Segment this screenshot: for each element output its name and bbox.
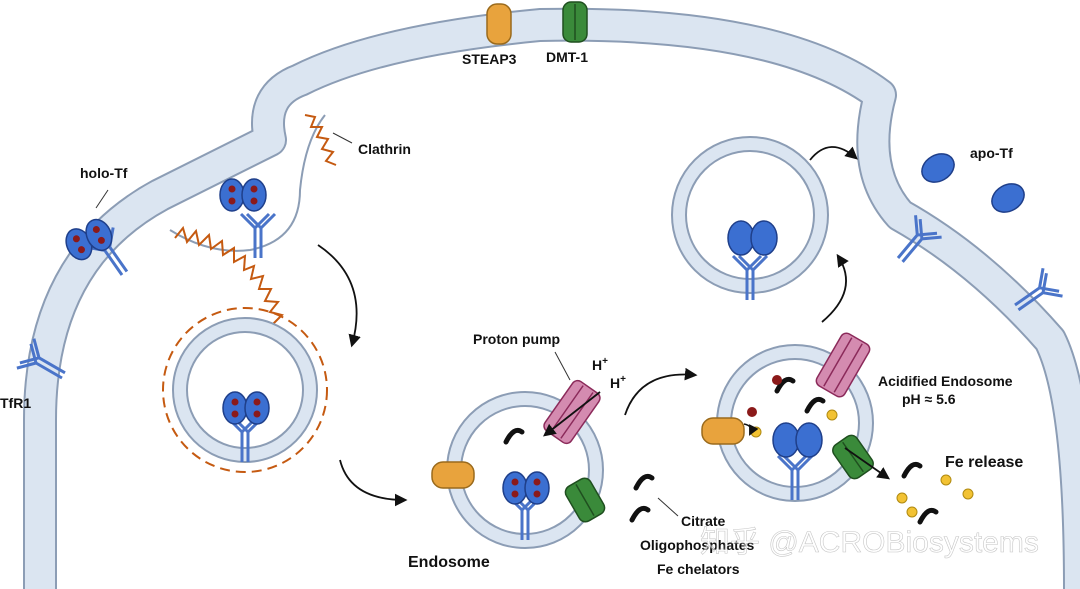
fe-release-group xyxy=(896,464,974,522)
holo-tf-pointer xyxy=(95,189,109,209)
holo-tf-label: holo-Tf xyxy=(80,165,128,181)
h-plus-label-1: H+ xyxy=(592,356,608,373)
proton-flow-arrow xyxy=(543,391,601,437)
clathrin-pointer xyxy=(332,132,353,144)
watermark: 知乎 @ACROBiosystems xyxy=(700,526,1039,559)
tfr1-label: TfR1 xyxy=(0,395,31,411)
steap3-membrane-protein xyxy=(486,3,512,45)
ph-label: pH ≈ 5.6 xyxy=(902,391,956,407)
steap3-endosome xyxy=(431,461,475,489)
arrow-vesicle-to-endosome xyxy=(339,459,408,507)
iron-ion-2 xyxy=(747,407,757,417)
dmt1-endosome xyxy=(564,477,606,523)
arrow-endosome-to-acidified xyxy=(624,367,698,416)
clathrin-coated-vesicle xyxy=(162,307,328,473)
fe-chelators-label: Fe chelators xyxy=(657,561,740,577)
coated-pit xyxy=(169,114,337,325)
clathrin-coat-pit xyxy=(174,225,284,325)
steap3-acidified xyxy=(701,417,745,445)
endosome xyxy=(431,379,606,549)
acidified-endosome-label: Acidified Endosome xyxy=(878,373,1013,389)
holo-tf-pit xyxy=(219,178,267,212)
oligophosphates-label: Oligophosphates xyxy=(640,537,755,553)
dmt1-acidified xyxy=(832,434,874,480)
fe-export-arrow xyxy=(844,447,891,480)
apo-tf-released xyxy=(921,153,1025,213)
fe2-ion-1 xyxy=(750,426,762,438)
recycling-vesicle xyxy=(671,136,829,302)
chelator-pointer xyxy=(657,497,679,517)
dmt1-membrane-protein xyxy=(562,1,588,43)
acidified-endosome xyxy=(701,332,891,502)
arrow-pit-to-vesicle xyxy=(317,244,361,348)
clathrin-label: Clathrin xyxy=(358,141,411,157)
iron-ion-1 xyxy=(772,375,782,385)
arrow-recycling-to-surface xyxy=(809,146,858,161)
endosome-label: Endosome xyxy=(408,554,490,571)
h-plus-label-2: H+ xyxy=(610,374,626,391)
steap3-label: STEAP3 xyxy=(462,51,517,67)
proton-pump-acidified xyxy=(815,332,871,398)
dmt1-label: DMT-1 xyxy=(546,49,588,65)
citrate-label: Citrate xyxy=(681,513,726,529)
fe2-ion-2 xyxy=(826,409,838,421)
apo-tf-label: apo-Tf xyxy=(970,145,1013,161)
reduction-arrow xyxy=(743,423,759,436)
arrow-acidified-to-recycling xyxy=(821,253,849,323)
proton-pump-pointer xyxy=(554,351,571,381)
proton-pump-label: Proton pump xyxy=(473,331,560,347)
chelators-outside xyxy=(632,476,652,520)
fe-release-label: Fe release xyxy=(945,454,1023,471)
